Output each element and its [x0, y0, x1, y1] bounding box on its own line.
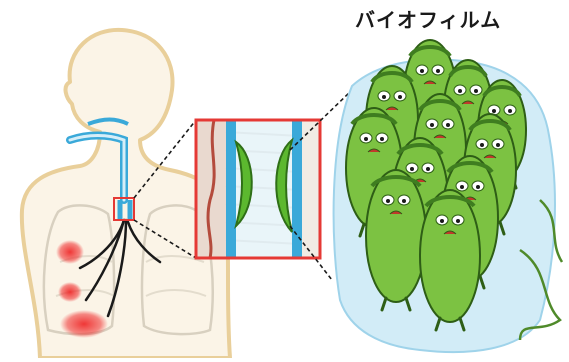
bacteria-cluster-icon	[334, 40, 562, 352]
airway-cross-section-icon	[196, 120, 320, 258]
biofilm-title: バイオフィルム	[355, 4, 555, 33]
